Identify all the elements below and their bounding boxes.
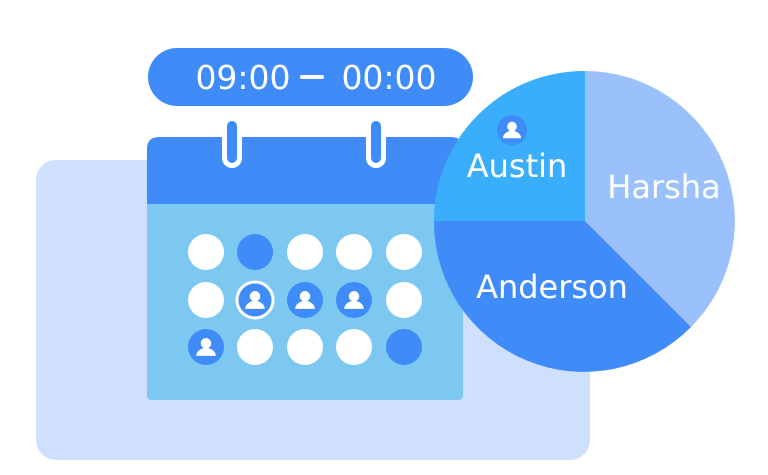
calendar-slot-user[interactable]: [287, 282, 323, 318]
calendar-slot-user[interactable]: [336, 282, 372, 318]
calendar-slot-empty[interactable]: [188, 282, 224, 318]
calendar-slot-empty[interactable]: [237, 329, 273, 365]
calendar: [147, 116, 463, 400]
calendar-slot-empty[interactable]: [336, 329, 372, 365]
time-range-pill: 09:00 00:00: [148, 48, 473, 106]
pie-segment-austin[interactable]: [434, 70, 585, 221]
pie-segment-harsha[interactable]: [585, 71, 735, 327]
pie-segment-austin-avatar: [497, 115, 527, 145]
calendar-slot-empty[interactable]: [188, 234, 224, 270]
time-range-start: 09:00: [195, 58, 290, 97]
time-range-end: 00:00: [341, 58, 436, 97]
pie-label-austin: Austin: [467, 147, 568, 185]
assignment-pie: Austin Harsha Anderson: [433, 70, 735, 372]
calendar-grid: [188, 234, 422, 365]
calendar-slot-empty[interactable]: [287, 329, 323, 365]
time-range-dash: [300, 75, 324, 79]
calendar-slot-empty[interactable]: [336, 234, 372, 270]
calendar-ring-left: [222, 116, 242, 168]
calendar-slot-user-selected[interactable]: [235, 280, 275, 320]
calendar-slot-empty[interactable]: [386, 234, 422, 270]
pie-segment-anderson[interactable]: [433, 221, 691, 372]
calendar-ring-right: [366, 116, 386, 168]
calendar-slot-filled[interactable]: [386, 329, 422, 365]
calendar-slot-empty[interactable]: [386, 282, 422, 318]
pie-label-anderson: Anderson: [476, 268, 628, 306]
calendar-slot-empty[interactable]: [287, 234, 323, 270]
calendar-header: [147, 137, 463, 204]
calendar-slot-filled[interactable]: [237, 234, 273, 270]
pie-label-harsha: Harsha: [607, 168, 720, 206]
calendar-slot-user[interactable]: [188, 329, 224, 365]
